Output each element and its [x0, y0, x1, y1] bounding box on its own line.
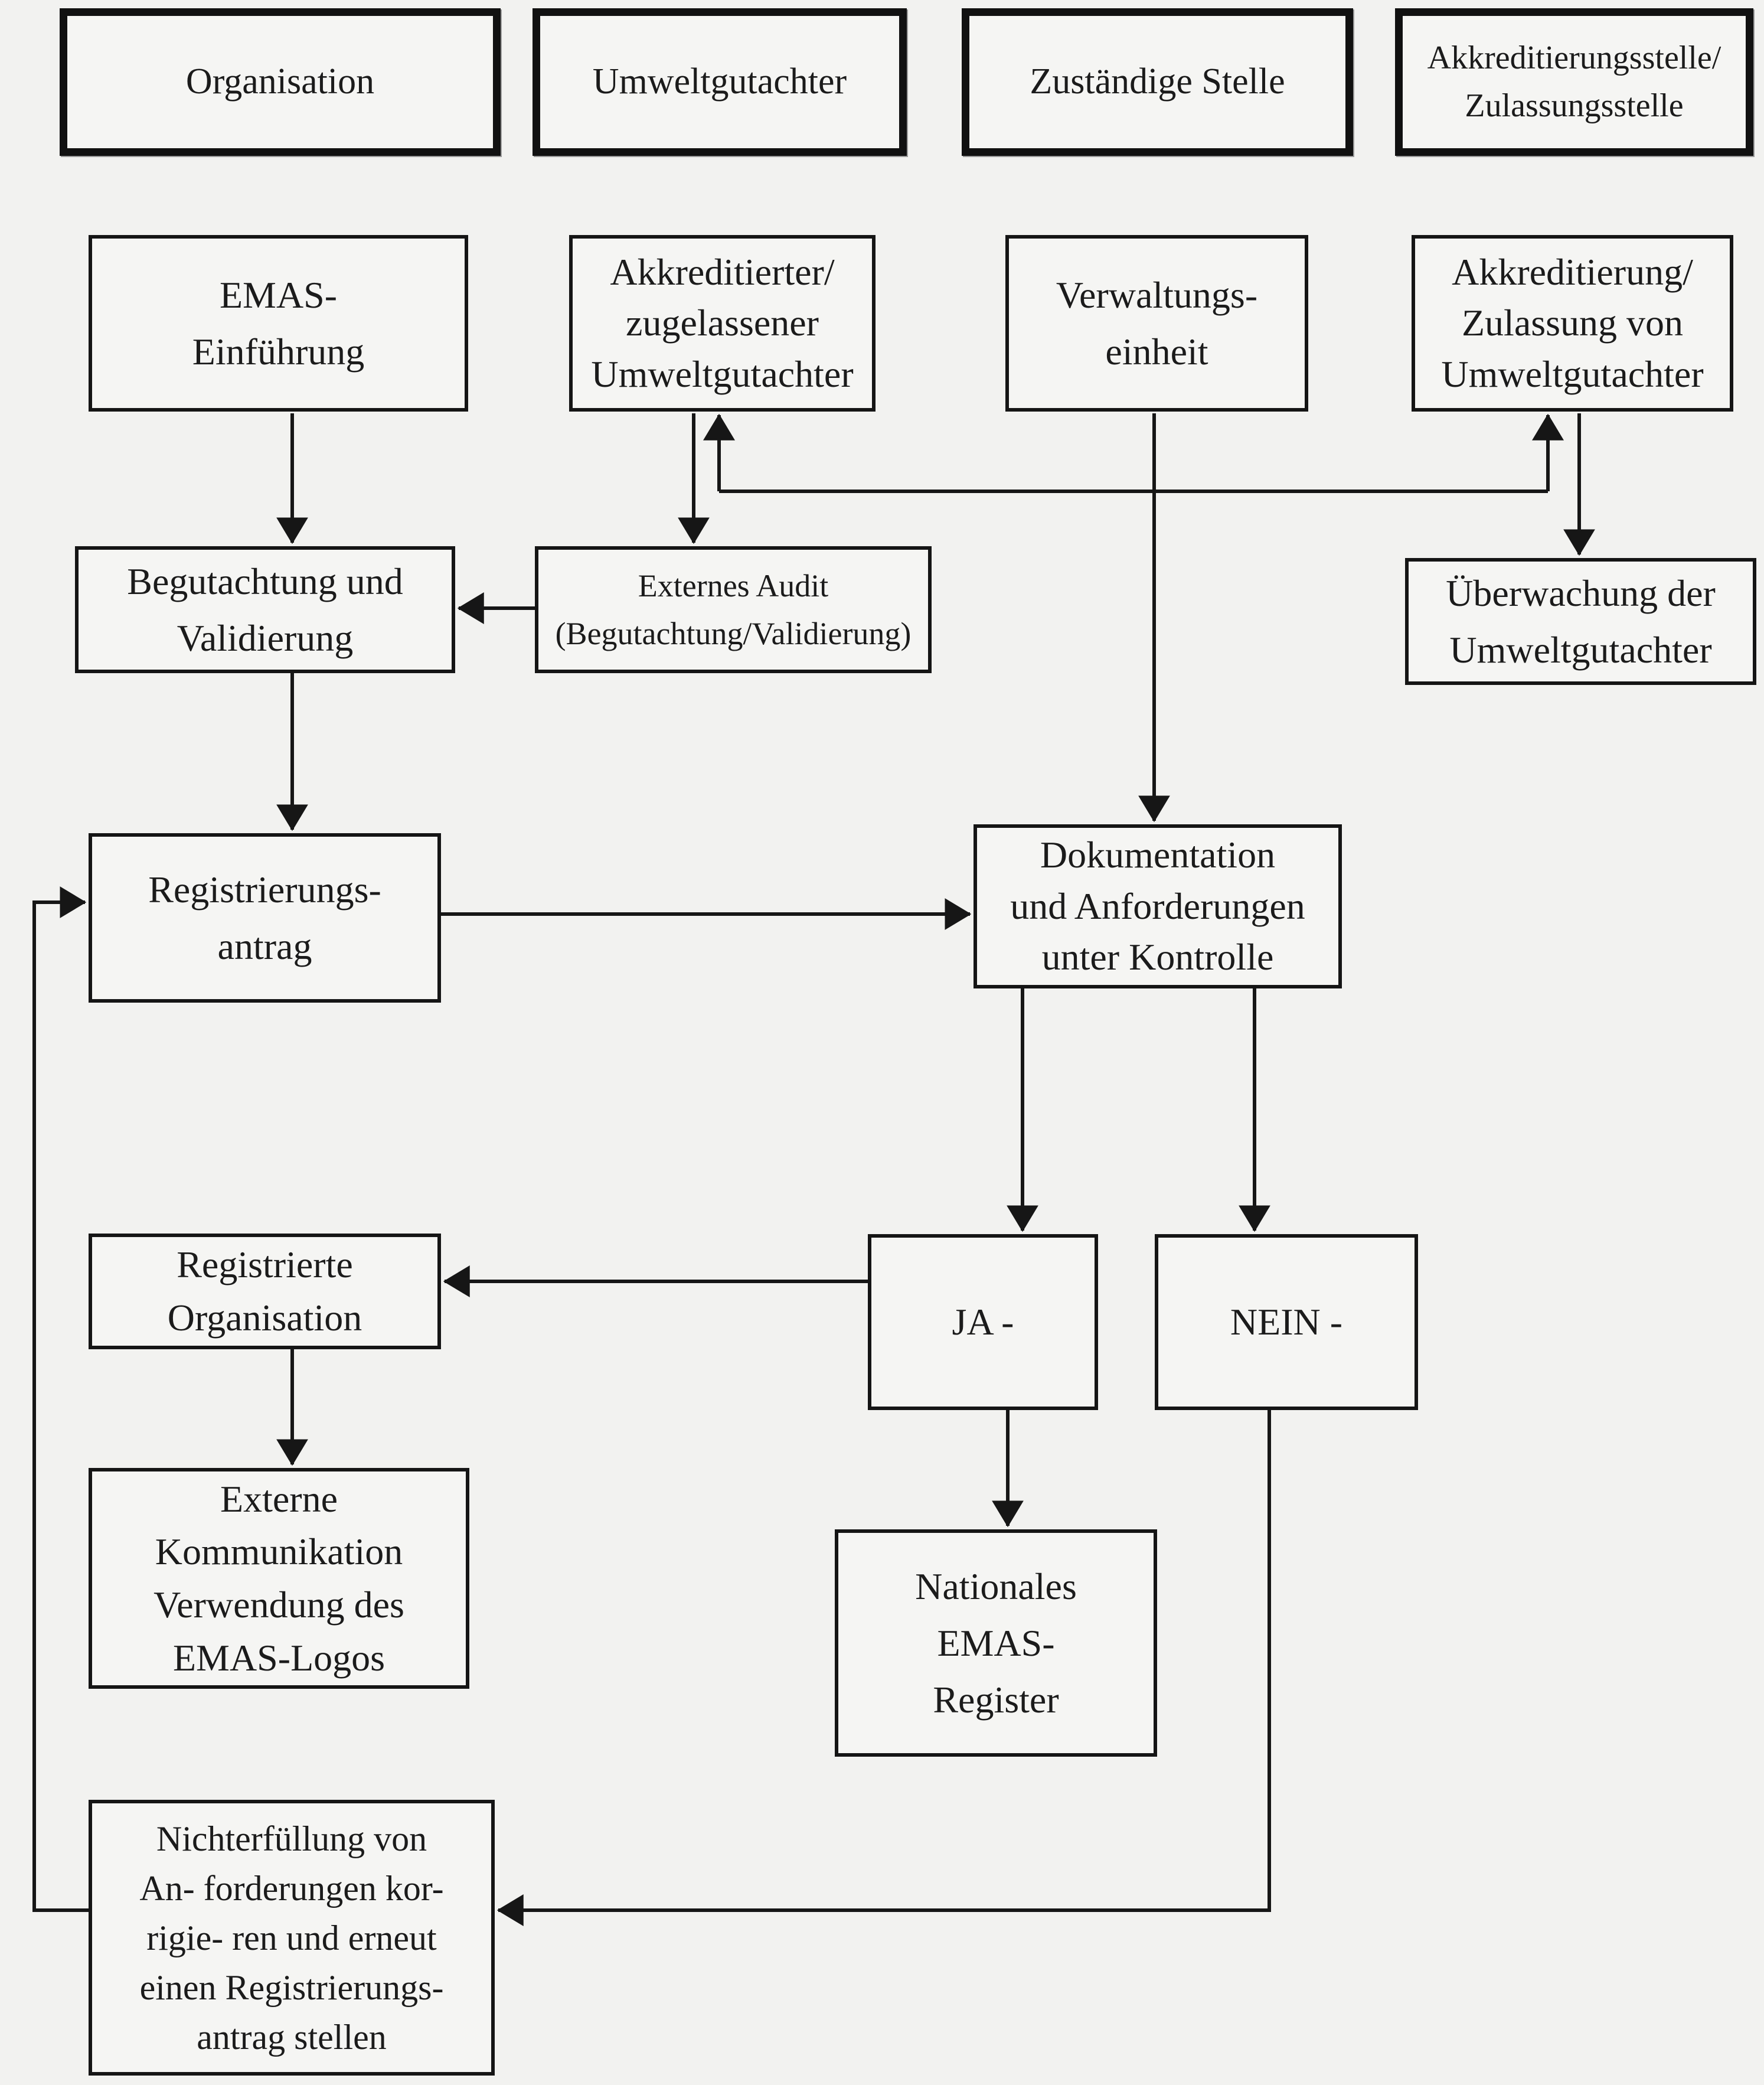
node-akkreditierter-umweltgutachter: Akkreditierter/ zugelassener Umweltgutac…	[569, 235, 876, 412]
node-label: EMAS- Einführung	[192, 273, 365, 373]
node-label: Akkreditierung/ Zulassung von Umweltguta…	[1441, 250, 1704, 395]
node-label: Externes Audit (Begutachtung/Validierung…	[555, 567, 912, 651]
node-ueberwachung-umweltgutachter: Überwachung der Umweltgutachter	[1405, 558, 1756, 685]
node-label: Registrierungs- antrag	[148, 868, 381, 967]
node-label: Überwachung der Umweltgutachter	[1446, 572, 1716, 671]
lane-organisation-label: Organisation	[185, 61, 375, 102]
lane-akkreditierungsstelle-label: Akkreditierungsstelle/ Zulassungsstelle	[1427, 39, 1721, 124]
node-label: Akkreditierter/ zugelassener Umweltgutac…	[591, 250, 854, 395]
lane-akkreditierungsstelle: Akkreditierungsstelle/ Zulassungsstelle	[1395, 8, 1753, 156]
node-externe-kommunikation: Externe Kommunikation Verwendung des EMA…	[89, 1468, 469, 1689]
node-label: Nichterfüllung von An- forderungen kor- …	[139, 1819, 444, 2057]
node-akkreditierung-zulassung: Akkreditierung/ Zulassung von Umweltguta…	[1412, 235, 1733, 412]
node-ja: JA -	[868, 1234, 1098, 1410]
node-label: Dokumentation und Anforderungen unter Ko…	[1010, 834, 1305, 978]
node-emas-einfuehrung: EMAS- Einführung	[89, 235, 468, 412]
node-verwaltungseinheit: Verwaltungs- einheit	[1005, 235, 1308, 412]
node-nationales-emas-register: Nationales EMAS- Register	[835, 1529, 1157, 1757]
node-label: Begutachtung und Validierung	[127, 560, 403, 659]
node-externes-audit: Externes Audit (Begutachtung/Validierung…	[535, 546, 932, 673]
node-begutachtung-validierung: Begutachtung und Validierung	[75, 546, 455, 673]
node-label: NEIN -	[1230, 1301, 1343, 1343]
lane-zustaendige-stelle-label: Zuständige Stelle	[1030, 61, 1285, 102]
lane-organisation: Organisation	[60, 8, 501, 156]
node-nein: NEIN -	[1155, 1234, 1418, 1410]
lane-zustaendige-stelle: Zuständige Stelle	[962, 8, 1353, 156]
lane-umweltgutachter: Umweltgutachter	[533, 8, 907, 156]
node-registrierungsantrag: Registrierungs- antrag	[89, 833, 441, 1003]
node-label: Registrierte Organisation	[167, 1244, 362, 1339]
node-label: JA -	[952, 1301, 1014, 1343]
edge-nichterfuellung-loop-to-registrierungsantrag	[32, 886, 89, 1912]
node-nichterfuellung: Nichterfüllung von An- forderungen kor- …	[89, 1800, 495, 2076]
node-label: Nationales EMAS- Register	[915, 1565, 1077, 1721]
edge-nein-to-nichterfuellung	[496, 1410, 1271, 1926]
lane-umweltgutachter-label: Umweltgutachter	[592, 61, 847, 102]
node-label: Verwaltungs- einheit	[1056, 273, 1258, 373]
node-label: Externe Kommunikation Verwendung des EMA…	[153, 1477, 404, 1679]
node-dokumentation-kontrolle: Dokumentation und Anforderungen unter Ko…	[974, 824, 1342, 988]
node-registrierte-organisation: Registrierte Organisation	[89, 1234, 441, 1349]
